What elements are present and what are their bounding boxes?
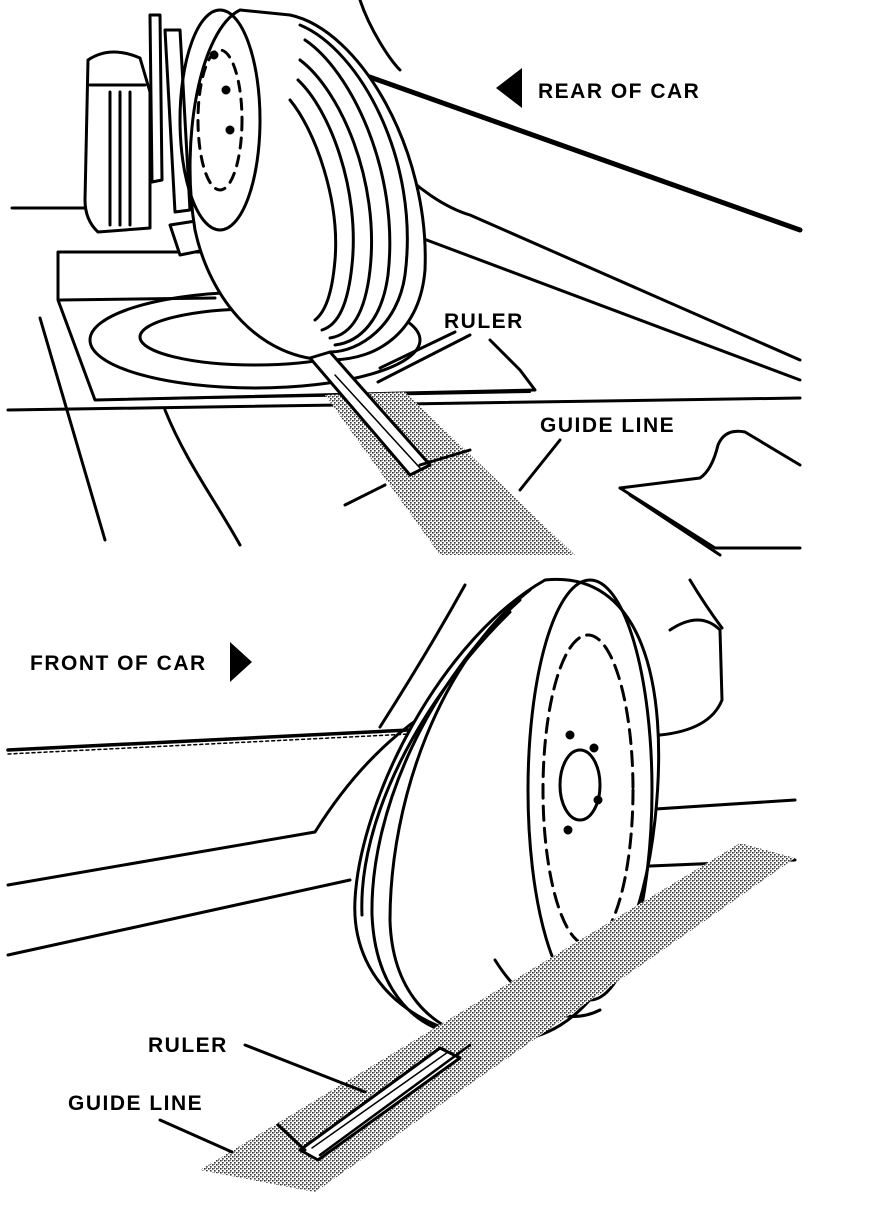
rear-direction-arrow: [496, 68, 522, 108]
bottom-guide-leader: [158, 1118, 234, 1154]
top-tire: [178, 8, 427, 362]
top-ruler-leader-1: [378, 330, 457, 370]
bottom-leaders: [158, 1043, 367, 1154]
bottom-ruler-leader: [243, 1043, 367, 1094]
bottom-ruler: [298, 1043, 472, 1162]
bottom-guide-line-strip: [200, 843, 795, 1192]
top-measure-arrow-right: [418, 448, 472, 467]
bottom-ruler-label: RULER: [148, 1034, 228, 1057]
rear-of-car-label: REAR OF CAR: [538, 80, 700, 103]
top-figure: [6, 0, 803, 557]
top-ruler: [308, 350, 432, 477]
top-leaders: [343, 330, 562, 507]
top-ruler-leader-2: [376, 333, 472, 384]
bottom-figure: [6, 577, 797, 1192]
side-plate: [618, 429, 802, 557]
top-guide-line-label: GUIDE LINE: [540, 414, 675, 437]
top-ruler-label: RULER: [444, 310, 524, 333]
top-guide-leader: [518, 438, 562, 492]
front-of-car-label: FRONT OF CAR: [30, 652, 207, 675]
front-direction-arrow: [230, 642, 252, 682]
bottom-guide-line-label: GUIDE LINE: [68, 1092, 203, 1115]
top-measure-arrow-left: [343, 483, 387, 507]
bottom-measure-arrow: [276, 1123, 307, 1152]
